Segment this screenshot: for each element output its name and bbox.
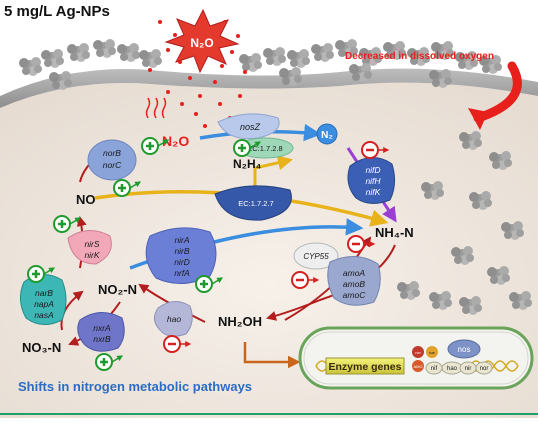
amob-label: amoB [343, 279, 366, 289]
no-label: NO [76, 192, 96, 207]
amoa-label: amoA [343, 268, 366, 278]
amoc-label: amoC [343, 290, 367, 300]
promotion-arrows [43, 139, 262, 363]
nos-gene-label: nos [458, 345, 471, 354]
enzyme-genes-label: Enzyme genes [329, 361, 402, 373]
nosz-enzyme [217, 113, 280, 140]
n2o-burst-icon [164, 8, 240, 74]
no2n-label: NO₂-N [98, 282, 137, 297]
nifd-label: nifD [365, 165, 380, 175]
amo-gene-dot [412, 360, 424, 372]
page-title: 5 mg/L Ag-NPs [4, 3, 110, 20]
nor-gene-label: nor [480, 366, 489, 372]
cyp55-enzyme [293, 242, 339, 270]
nif-gene-label: nif [431, 366, 438, 372]
minus-icon [163, 335, 181, 353]
nxra-label: nxrA [93, 323, 111, 333]
amo-enzyme [327, 256, 381, 306]
plus-icon [195, 275, 213, 293]
plus-icon [27, 265, 45, 283]
nifk-label: nifK [366, 187, 381, 197]
nxrb-label: nxrB [93, 334, 111, 344]
nrfa-label: nrfA [174, 268, 190, 278]
n2-bubble [316, 123, 338, 145]
ec1728-label: EC:1.7.2.8 [247, 144, 282, 153]
norbc-enzyme [87, 139, 137, 181]
dissolved-oxygen-note: Decreased in dissolved oxygen [345, 51, 494, 62]
n2o-burst-label: N₂O [190, 36, 213, 50]
minus-icon [347, 235, 365, 253]
oxygen-decrease-arrow [473, 61, 522, 123]
arrow-nh4n-to-nh2oh [266, 244, 396, 321]
no3n-label: NO₃-N [22, 340, 61, 355]
hao-gene-label: hao [447, 366, 458, 372]
nar-nap-nas-enzyme [20, 274, 67, 325]
nirk-label: nirK [84, 250, 99, 260]
cell-membrane [0, 68, 538, 108]
nirs-label: nirS [84, 239, 99, 249]
nird-label: nirD [174, 257, 190, 267]
nos-gene-bubble [447, 339, 481, 359]
nif-enzyme [347, 157, 396, 204]
amo-gene-label: AMO [413, 364, 422, 369]
nxr-enzyme [77, 312, 125, 352]
nirb-label: nirB [174, 246, 189, 256]
nirsk-enzyme [67, 230, 112, 265]
nasa-label: nasA [34, 310, 54, 320]
nir-nrf-enzyme [145, 227, 217, 284]
nxr-gene-dot [412, 346, 424, 358]
bacterium-inner-wall [303, 331, 529, 385]
norc-label: norC [103, 160, 122, 170]
nh4n-label: NH₄-N [375, 225, 414, 240]
ec1727-enzyme [214, 185, 292, 221]
nosz-label: nosZ [240, 122, 261, 132]
nira-label: nirA [174, 235, 189, 245]
plus-icon [113, 179, 131, 197]
arrow-to-enzyme-genes [243, 342, 301, 369]
inhibition-arrows [180, 147, 390, 347]
footer-caption: Shifts in nitrogen metabolic pathways [18, 379, 252, 394]
nxr-gene-label: nxr [415, 350, 421, 355]
oxygen-decrease-arrowhead [468, 108, 488, 130]
hao-label: hao [167, 314, 181, 324]
plus-icon [95, 353, 113, 371]
n2h4-label: N₂H₄ [233, 157, 262, 171]
cyp55-label: CYP55 [303, 252, 329, 261]
nir-gene-label: nir [465, 366, 472, 372]
minus-icon [361, 141, 379, 159]
nar-gene-label: nar [429, 350, 435, 355]
norb-label: norB [103, 148, 121, 158]
napa-label: napA [34, 299, 54, 309]
hao-enzyme [154, 301, 193, 337]
n2o-emission-dots [148, 20, 247, 128]
narb-label: narB [35, 288, 53, 298]
nar-gene-dot [426, 346, 438, 358]
promotion-markers [27, 137, 251, 371]
nifh-label: nifH [365, 176, 381, 186]
n2-label: N₂ [321, 130, 333, 141]
plus-icon [233, 139, 251, 157]
ec1727-label: EC:1.7.2.7 [238, 199, 273, 208]
plus-icon [53, 215, 71, 233]
nor-gene-bubble [475, 361, 493, 375]
plus-icon [141, 137, 159, 155]
minus-icon [291, 271, 309, 289]
nh2oh-label: NH₂OH [218, 314, 262, 329]
arrow-to-n2h4 [253, 155, 293, 186]
n2o-release-squiggles [145, 97, 167, 119]
enzyme-genes-box [325, 357, 405, 375]
